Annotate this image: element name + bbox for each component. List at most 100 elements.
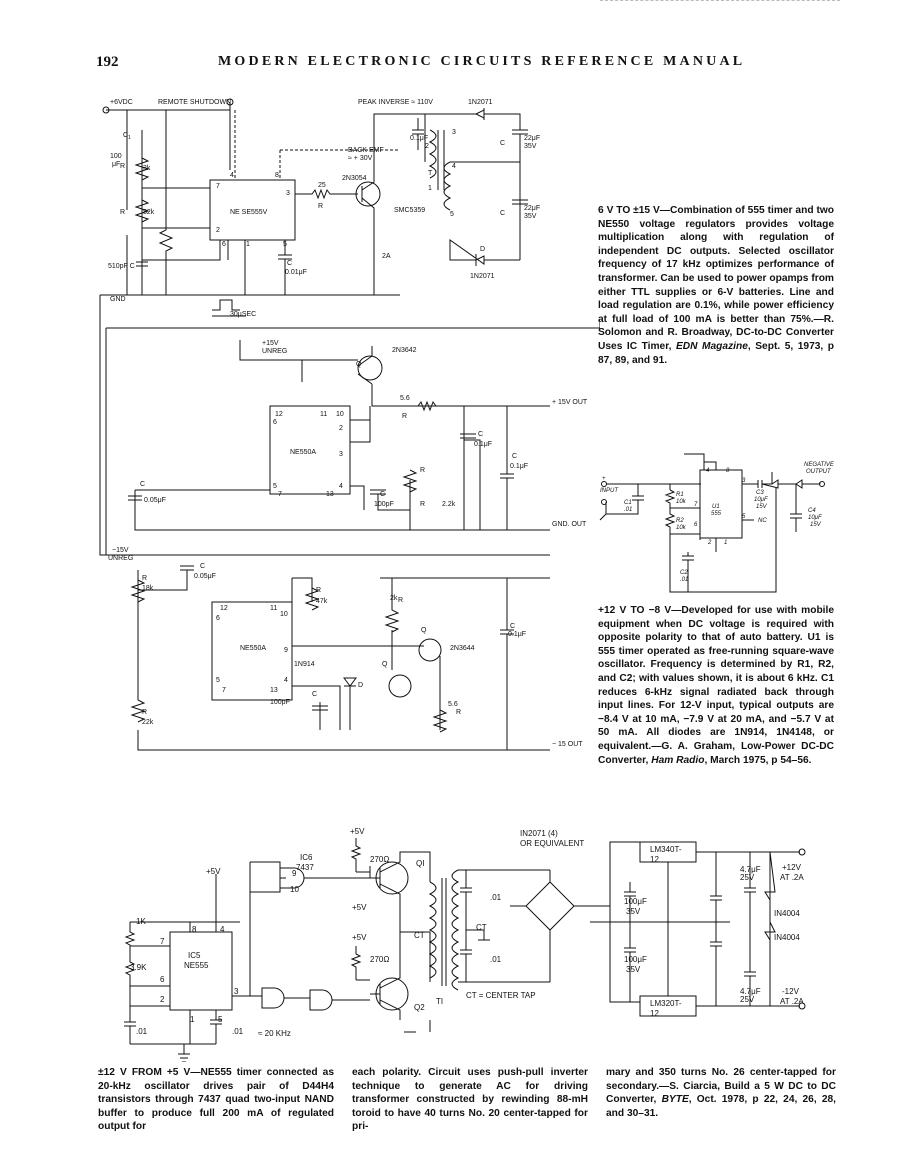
schematic-label: 13 xyxy=(270,687,278,694)
schematic-label: 5 xyxy=(742,514,746,520)
schematic-label: GND xyxy=(110,296,126,303)
caption-12v-from-5v-col3: mary and 350 turns No. 26 center-tapped … xyxy=(606,1067,836,1119)
schematic-label: AT .2A xyxy=(780,873,804,882)
schematic-label: 100 xyxy=(110,153,122,160)
caption-12v-to-neg8v: +12 V TO −8 V—Developed for use with mob… xyxy=(598,605,834,766)
schematic-label: R xyxy=(120,163,125,170)
schematic-label: 100μF xyxy=(624,955,647,964)
schematic-label: R xyxy=(398,597,403,604)
schematic-label: 1N2071 xyxy=(470,273,495,280)
schematic-label: C xyxy=(500,210,505,217)
schematic-label: 0.01μF xyxy=(285,269,307,276)
page-number: 192 xyxy=(96,54,119,70)
schematic-label: 6 xyxy=(160,975,165,984)
schematic-label: TI xyxy=(436,997,443,1006)
schematic-label: 7 xyxy=(222,687,226,694)
schematic-label: C2 xyxy=(680,570,688,576)
schematic-label: NEGATIVE xyxy=(804,462,835,468)
schematic-label: .01 xyxy=(680,577,688,583)
schematic-label: 0.1μF xyxy=(510,463,528,470)
schematic-label: T xyxy=(428,170,433,177)
schematic-label: NE SE555V xyxy=(230,209,268,216)
schematic-label: 6 xyxy=(273,419,277,426)
ic-ne555-ic5 xyxy=(169,931,233,1011)
schematic-label: 5 xyxy=(273,483,277,490)
schematic-label: 1 xyxy=(190,1015,195,1024)
nand-gate-10 xyxy=(279,867,305,889)
schematic-label: 270Ω xyxy=(370,855,389,864)
schematic-label: NC xyxy=(758,518,767,524)
schematic-label: -12V xyxy=(782,987,800,996)
schematic-label: 1 xyxy=(246,241,250,248)
schematic-label: R2 xyxy=(676,518,684,524)
schematic-label: 9 xyxy=(292,869,297,878)
diode-bridge xyxy=(525,870,575,982)
schematic-label: 12 xyxy=(650,1009,659,1018)
schematic-label: 2 xyxy=(339,425,343,432)
schematic-label: 6 xyxy=(694,522,698,528)
schematic-label: 8 xyxy=(275,172,279,179)
transistor-q1 xyxy=(375,861,409,895)
schematic-label: R xyxy=(142,575,147,582)
running-title: MODERN ELECTRONIC CIRCUITS REFERENCE MAN… xyxy=(218,54,746,69)
schematic-label: D xyxy=(358,682,363,689)
schematic-label: + xyxy=(602,476,606,482)
schematic-label: C xyxy=(510,623,515,630)
schematic-label: 6 xyxy=(222,241,226,248)
schematic-label: C xyxy=(140,481,145,488)
schematic-label: 5.6 xyxy=(448,701,458,708)
schematic-label: 4 xyxy=(706,468,710,474)
schematic-label: R xyxy=(420,467,425,474)
schematic-label: +12V xyxy=(782,863,802,872)
schematic-12v-to-neg8v: + INPUT C1 .01 R1 10k R2 10k U1 555 C3 1… xyxy=(599,453,835,593)
schematic-label: C1 xyxy=(624,500,632,506)
schematic-label: 35V xyxy=(626,965,641,974)
schematic-label: .01 xyxy=(232,1027,244,1036)
schematic-label: IN4004 xyxy=(774,909,800,918)
schematic-label: CT = CENTER TAP xyxy=(466,991,536,1000)
schematic-label: 25 xyxy=(318,182,326,189)
schematic-label: OR EQUIVALENT xyxy=(520,839,584,848)
schematic-label: 4 xyxy=(284,677,288,684)
schematic-label: U1 xyxy=(712,504,720,510)
schematic-label: 2 xyxy=(707,540,712,546)
label-6vdc: +6VDC xyxy=(110,99,133,106)
schematic-label: 2A xyxy=(382,253,391,260)
schematic-label: 2.2k xyxy=(442,501,456,508)
schematic-label: GND. OUT xyxy=(552,521,587,528)
schematic-label: 82k xyxy=(143,209,155,216)
schematic-label: 1 xyxy=(724,540,727,546)
schematic-label: 1N914 xyxy=(294,661,315,668)
schematic-label: +15V xyxy=(262,340,279,347)
schematic-label: + 15V OUT xyxy=(552,399,588,406)
schematic-label: 10μF xyxy=(808,515,822,521)
schematic-label: 100pF xyxy=(374,501,394,508)
schematic-label: 270Ω xyxy=(370,955,389,964)
schematic-label: C xyxy=(287,260,292,267)
schematic-label: 0.1μF xyxy=(410,135,428,142)
schematic-label: .01 xyxy=(136,1027,148,1036)
ic-ne550a-positive xyxy=(269,405,351,495)
transistor-q4 xyxy=(388,674,412,698)
schematic-label: C xyxy=(478,431,483,438)
pulse-waveform-icon xyxy=(212,299,240,311)
nand-gate-5 xyxy=(309,989,333,1011)
schematic-label: 11 xyxy=(320,411,327,418)
schematic-label: 2 xyxy=(216,227,220,234)
schematic-label: Q2 xyxy=(414,1003,425,1012)
transistor-2n3054 xyxy=(355,181,381,207)
schematic-label: 8 xyxy=(726,468,730,474)
schematic-6v-to-15v: +6VDC REMOTE SHUTDOWN PEAK INVERSE ≈ 110… xyxy=(99,98,600,751)
schematic-label: 2N3054 xyxy=(342,175,367,182)
schematic-label: 6 xyxy=(216,615,220,622)
schematic-label: 5.6 xyxy=(400,395,410,402)
schematic-label: 30μSEC xyxy=(230,311,256,318)
schematic-label: 12 xyxy=(650,855,659,864)
schematic-label: .01 xyxy=(624,507,632,513)
schematic-label: REMOTE SHUTDOWN xyxy=(158,99,231,106)
schematic-label: 100pF xyxy=(270,699,290,706)
schematic-label: OUTPUT xyxy=(806,469,832,475)
schematic-label: 2k xyxy=(390,595,398,602)
schematic-label: C4 xyxy=(808,508,816,514)
schematic-label: 7437 xyxy=(296,863,314,872)
